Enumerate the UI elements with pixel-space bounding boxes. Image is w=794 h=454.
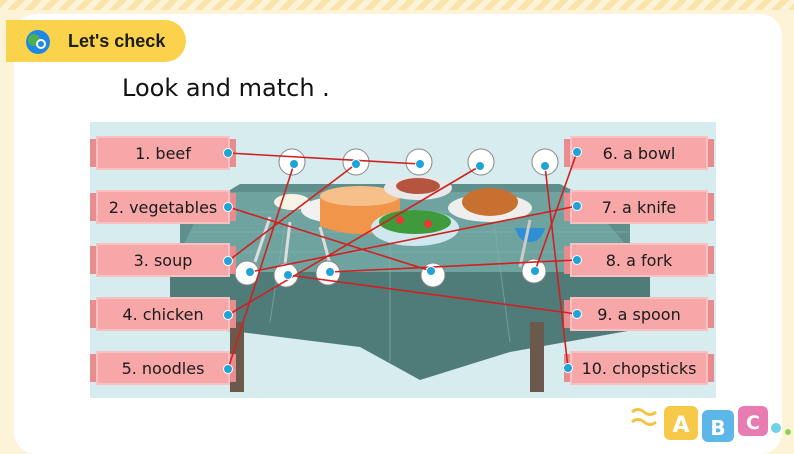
match-dot[interactable] (223, 256, 233, 266)
match-label-bowl[interactable]: 6. a bowl (564, 136, 714, 170)
match-line (534, 151, 578, 272)
match-dot[interactable] (223, 364, 233, 374)
match-label-noodles[interactable]: 5. noodles (90, 351, 236, 385)
match-line (287, 274, 578, 315)
abc-blocks-decoration: A B C (631, 406, 791, 442)
match-label-fork[interactable]: 8. a fork (564, 243, 714, 277)
match-label-chicken[interactable]: 4. chicken (90, 297, 236, 331)
match-line (249, 205, 578, 273)
label-text: 5. noodles (121, 358, 205, 378)
label-text: 8. a fork (605, 250, 673, 270)
match-dot[interactable] (223, 202, 233, 212)
match-dot[interactable] (289, 159, 299, 169)
match-dot[interactable] (572, 201, 582, 211)
match-dot[interactable] (572, 255, 582, 265)
match-label-soup[interactable]: 3. soup (90, 243, 236, 277)
match-line (227, 163, 295, 370)
section-header-tab: Let's check (6, 20, 186, 62)
match-label-spoon[interactable]: 9. a spoon (564, 297, 714, 331)
match-label-vegetables[interactable]: 2. vegetables (90, 190, 236, 224)
instruction-text: Look and match . (122, 74, 330, 102)
label-text: 10. chopsticks (581, 358, 697, 378)
match-dot[interactable] (572, 147, 582, 157)
match-label-knife[interactable]: 7. a knife (564, 190, 714, 224)
match-dot[interactable] (325, 267, 335, 277)
match-label-chopsticks[interactable]: 10. chopsticks (564, 351, 714, 385)
top-stripe-decoration (0, 0, 794, 10)
match-dot[interactable] (415, 159, 425, 169)
match-line (227, 165, 481, 316)
match-line (227, 163, 357, 262)
label-text: 9. a spoon (597, 304, 681, 324)
abc-letter-a: A (672, 413, 689, 438)
match-dot[interactable] (530, 266, 540, 276)
match-dot[interactable] (283, 270, 293, 280)
match-line (227, 206, 432, 272)
logo-icon (26, 30, 50, 54)
label-text: 6. a bowl (602, 143, 676, 163)
match-line (227, 152, 421, 165)
match-dot[interactable] (426, 266, 436, 276)
label-text: 4. chicken (122, 304, 204, 324)
match-dot[interactable] (572, 309, 582, 319)
label-text: 3. soup (133, 250, 193, 270)
abc-letter-b: B (710, 416, 725, 440)
label-text: 7. a knife (601, 197, 677, 217)
match-line (329, 259, 578, 273)
label-text: 1. beef (135, 143, 191, 163)
section-title: Let's check (68, 31, 166, 51)
match-line (544, 165, 569, 369)
match-dot[interactable] (563, 363, 573, 373)
label-text: 2. vegetables (108, 197, 218, 217)
match-dot[interactable] (351, 159, 361, 169)
match-dot[interactable] (245, 267, 255, 277)
match-dot[interactable] (540, 161, 550, 171)
match-dot[interactable] (223, 310, 233, 320)
match-dot[interactable] (475, 161, 485, 171)
match-dot[interactable] (223, 148, 233, 158)
abc-letter-c: C (746, 412, 760, 434)
